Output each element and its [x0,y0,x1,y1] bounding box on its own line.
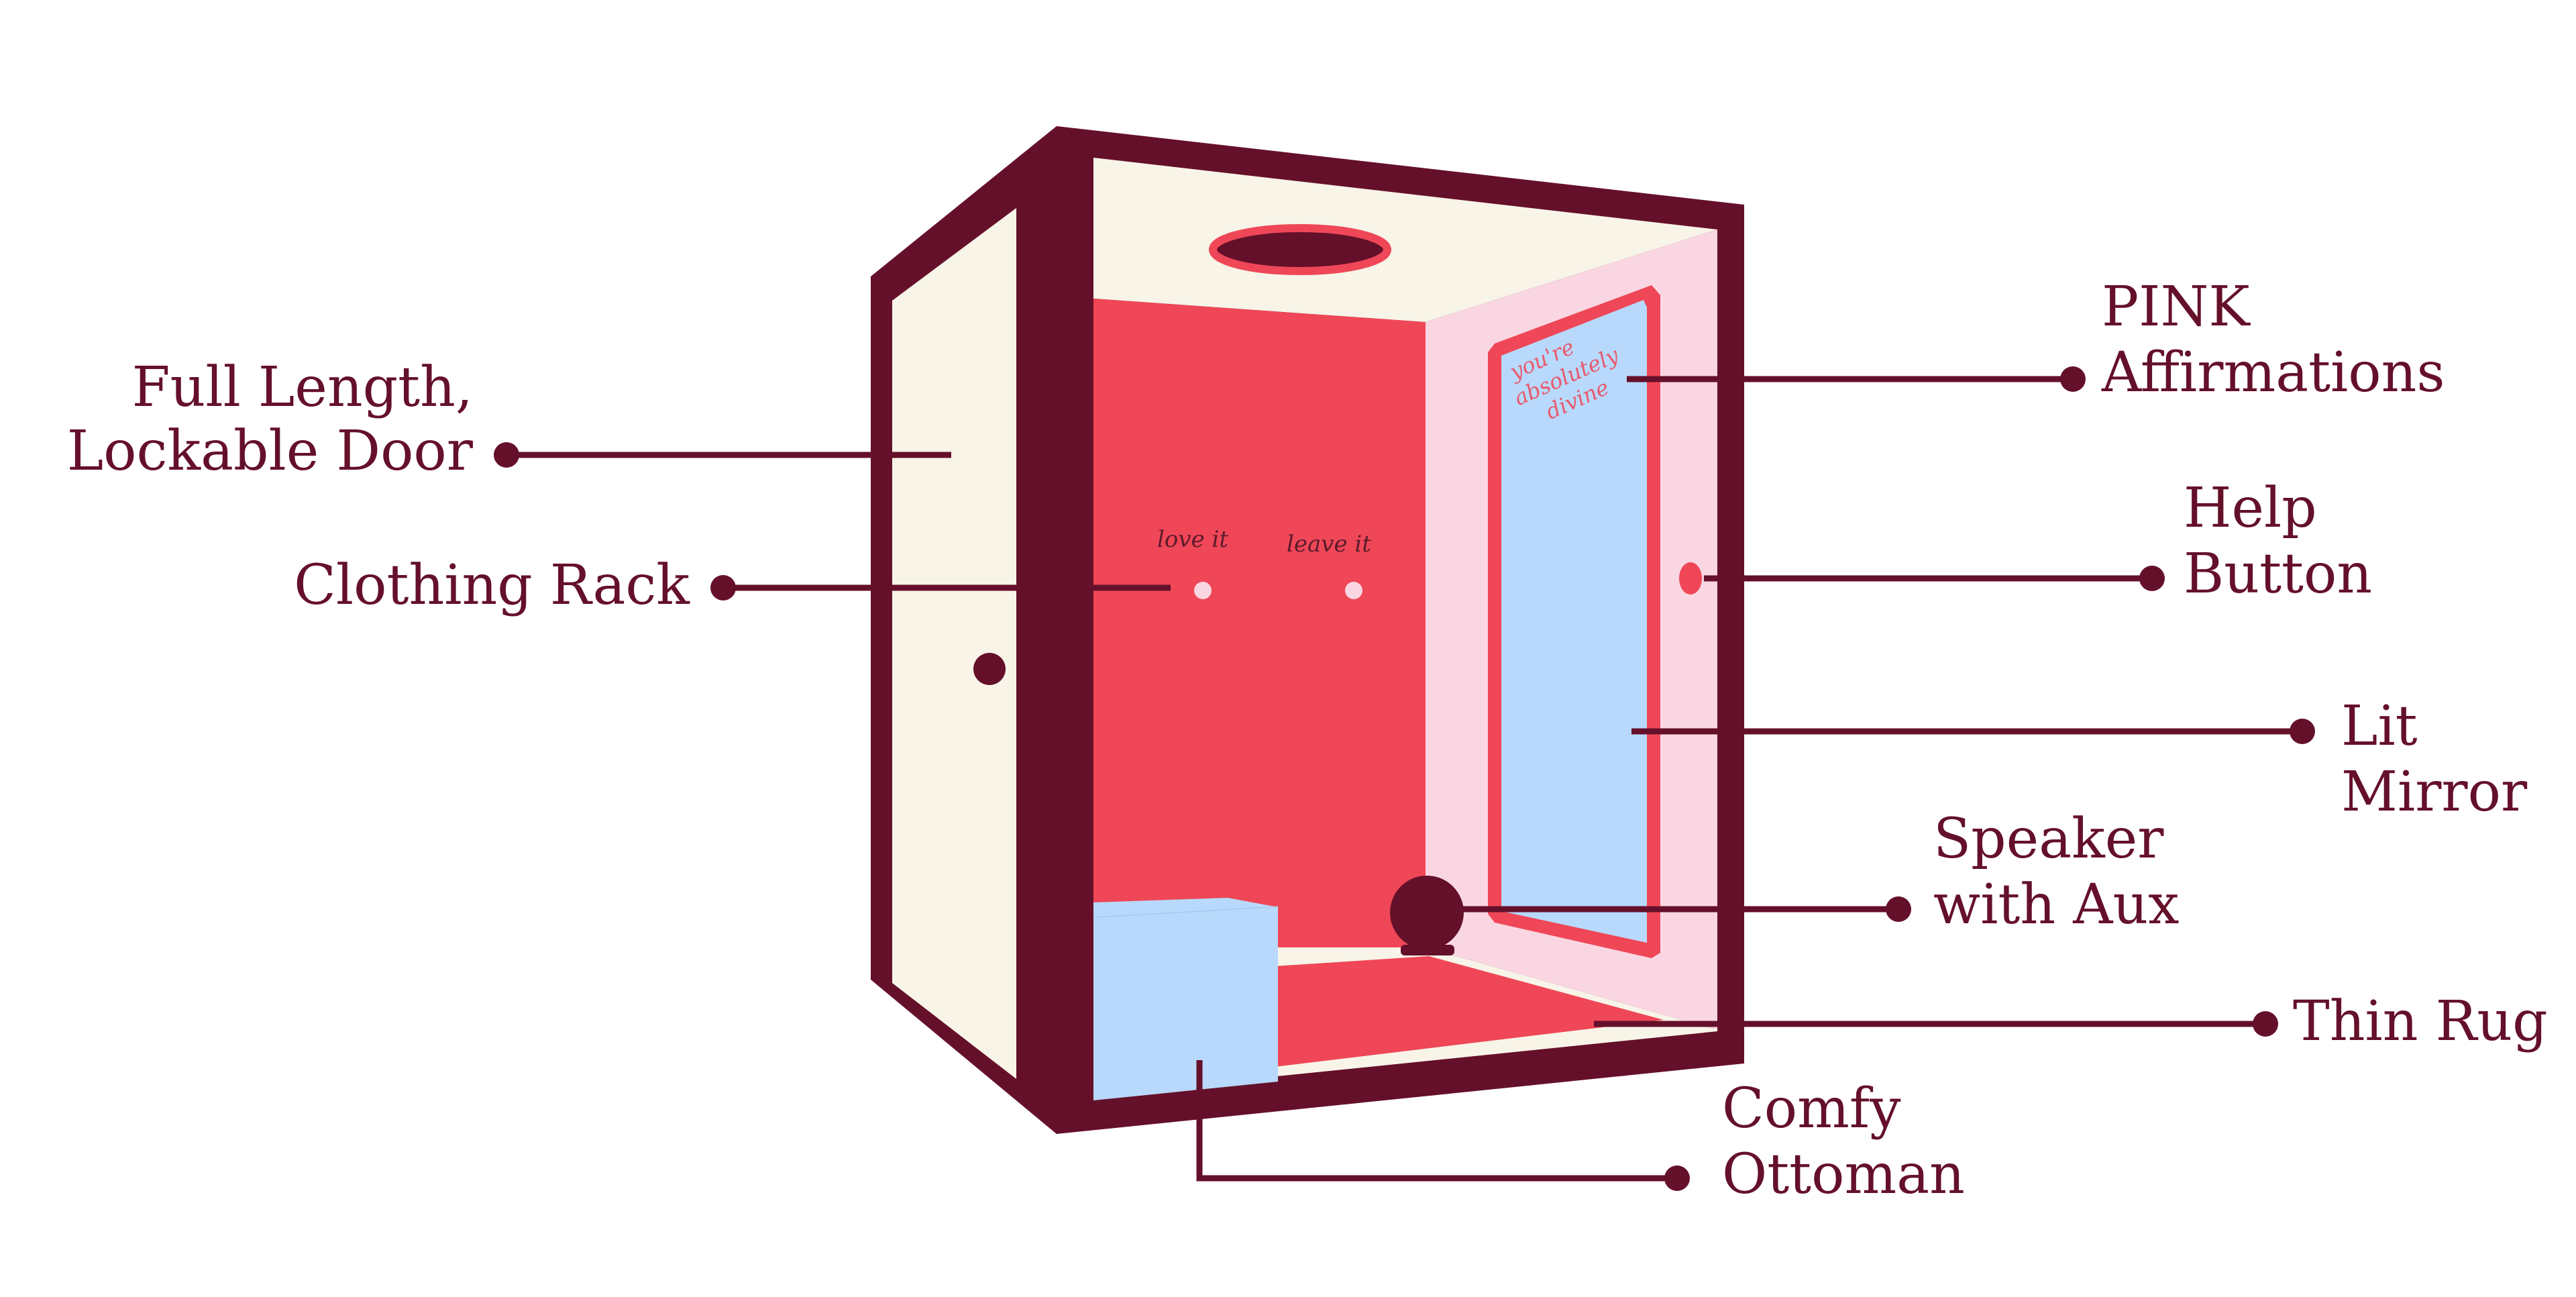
ottoman-front [1093,907,1278,1100]
label-speaker-line-2: with Aux [1933,873,2180,937]
speaker-base [1401,945,1454,955]
mirror-glass [1501,300,1647,943]
label-affirmations-line-1: PINK [2102,275,2251,339]
back-wall [1093,299,1426,947]
dot-clothing-rack [710,575,736,601]
label-affirmations-line-2: Affirmations [2101,341,2445,405]
ceiling [1093,158,1717,322]
label-door-line-1: Full Length, [132,356,473,419]
speaker-body [1390,876,1464,949]
dot-affirmations [2060,366,2086,392]
label-help-line-1: Help [2184,476,2317,540]
label-mirror-line-1: Lit [2341,694,2418,758]
dot-rug [2253,1011,2278,1037]
label-clothing-rack: Clothing Rack [294,554,690,617]
ottoman-top [1093,898,1278,918]
dot-door [494,442,519,468]
label-rug: Thin Rug [2293,990,2548,1053]
lit-mirror: you're absolutely divine [1488,285,1660,958]
door-knob [973,653,1006,685]
callout-labels: Full Length, Lockable Door Clothing Rack… [67,275,2548,1206]
leader-ottoman [1196,1060,1677,1182]
hook-label-leave-it: leave it [1287,531,1371,558]
dot-speaker [1886,896,1911,922]
label-door-line-2: Lockable Door [67,419,474,483]
leader-lines [494,366,2315,1191]
dot-help-button [2139,566,2165,591]
label-ottoman-line-2: Ottoman [1722,1143,1965,1206]
comfy-ottoman [1093,898,1279,1100]
label-mirror-line-2: Mirror [2341,760,2528,824]
speaker [1390,876,1464,955]
door-panel [892,208,1016,1079]
dot-ottoman [1664,1165,1690,1191]
hook-right [1345,582,1362,599]
help-button[interactable] [1679,562,1702,594]
dot-mirror [2290,719,2315,744]
booth: you're absolutely divine love it leave i… [871,126,1744,1134]
hook-label-love-it: love it [1157,526,1228,553]
hook-left [1194,582,1212,599]
thin-rug [1275,956,1664,1067]
ceiling-light [1209,224,1391,275]
label-ottoman-line-1: Comfy [1722,1077,1901,1141]
label-speaker-line-1: Speaker [1933,807,2164,871]
label-help-line-2: Button [2184,542,2372,606]
